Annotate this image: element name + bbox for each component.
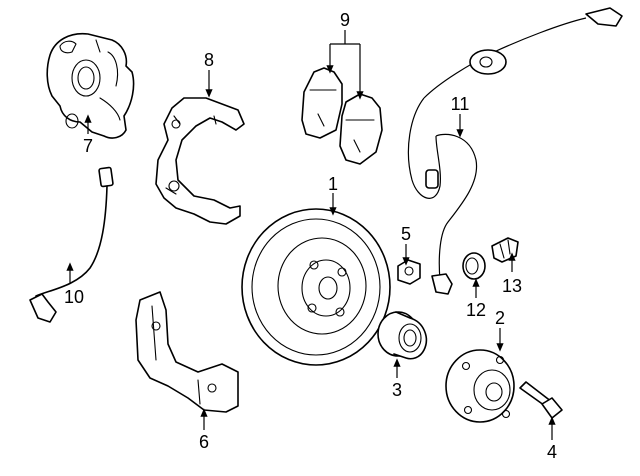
brake-hose-part bbox=[29, 166, 114, 323]
callout-2: 2 bbox=[495, 308, 505, 328]
callout-13: 13 bbox=[502, 276, 522, 296]
callout-12: 12 bbox=[466, 300, 486, 320]
callout-3: 3 bbox=[392, 380, 402, 400]
callout-8: 8 bbox=[204, 50, 214, 70]
callout-9: 9 bbox=[340, 10, 350, 30]
leader-lines bbox=[66, 30, 556, 440]
hub-part bbox=[445, 349, 515, 423]
nut-part bbox=[397, 259, 421, 285]
caliper-bracket-part bbox=[155, 97, 245, 225]
ring-part bbox=[462, 252, 486, 280]
brake-rotor-part bbox=[241, 208, 391, 366]
splash-shield-part bbox=[135, 291, 239, 413]
callout-1: 1 bbox=[328, 174, 338, 194]
callout-11: 11 bbox=[451, 94, 470, 114]
caliper-part bbox=[46, 32, 135, 139]
wheel-bearing-part bbox=[377, 311, 428, 360]
callout-6: 6 bbox=[199, 432, 209, 452]
sleeve-part bbox=[491, 237, 519, 263]
callout-4: 4 bbox=[547, 442, 557, 462]
brake-pads-part bbox=[301, 67, 383, 165]
callout-7: 7 bbox=[83, 136, 93, 156]
bolt-part bbox=[519, 381, 563, 419]
callout-10: 10 bbox=[64, 287, 84, 307]
callout-5: 5 bbox=[401, 224, 411, 244]
